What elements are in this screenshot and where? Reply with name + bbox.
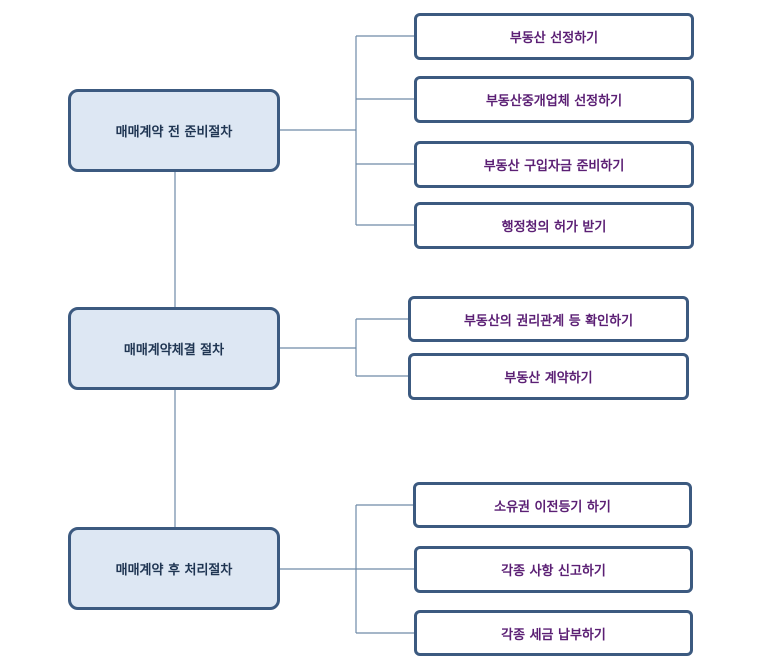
- task-box: 부동산중개업체 선정하기: [414, 76, 694, 123]
- task-box: 부동산 구입자금 준비하기: [414, 141, 694, 188]
- phase-box-pre-contract: 매매계약 전 준비절차: [68, 89, 280, 172]
- task-box: 각종 세금 납부하기: [414, 610, 693, 656]
- task-box: 소유권 이전등기 하기: [413, 482, 692, 528]
- task-box: 부동산 선정하기: [414, 13, 694, 60]
- task-box: 각종 사항 신고하기: [414, 546, 693, 593]
- phase-box-post-contract: 매매계약 후 처리절차: [68, 527, 280, 610]
- phase-box-contract-signing: 매매계약체결 절차: [68, 307, 280, 390]
- task-box: 부동산 계약하기: [408, 353, 689, 400]
- task-box: 부동산의 권리관계 등 확인하기: [408, 296, 689, 342]
- task-box: 행정청의 허가 받기: [414, 202, 694, 249]
